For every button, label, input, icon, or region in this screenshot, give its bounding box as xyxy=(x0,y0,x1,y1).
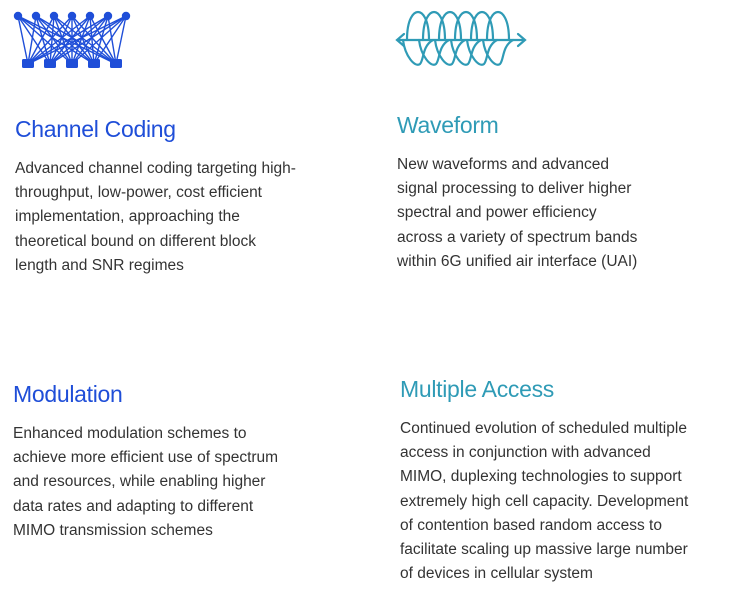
text-line: MIMO, duplexing technologies to support xyxy=(400,468,682,486)
text-line: facilitate scaling up massive large numb… xyxy=(400,541,688,559)
multiple-access-description: Continued evolution of scheduled multipl… xyxy=(400,417,752,586)
network-node xyxy=(13,11,23,21)
network-node xyxy=(88,59,100,68)
text-line: extremely high cell capacity. Developmen… xyxy=(400,492,689,510)
wave-lobe xyxy=(453,10,479,42)
waveform-description: New waveforms and advanced signal proces… xyxy=(397,153,737,274)
waveform-icon xyxy=(395,10,527,66)
text-line: spectral and power efficiency xyxy=(397,204,597,222)
text-line: of devices in cellular system xyxy=(400,565,593,583)
wave-lobe xyxy=(417,38,451,66)
section-modulation: Modulation Enhanced modulation schemes t… xyxy=(13,379,373,543)
channel-coding-description: Advanced channel coding targeting high- … xyxy=(15,157,375,278)
wave-lobe xyxy=(465,38,499,66)
network-node xyxy=(67,11,77,21)
text-line: across a variety of spectrum bands xyxy=(397,228,638,246)
wave-lobe xyxy=(421,10,447,42)
channel-coding-title: Channel Coding xyxy=(15,116,176,142)
network-node xyxy=(85,11,95,21)
network-node xyxy=(49,11,59,21)
text-line: throughput, low-power, cost efficient xyxy=(15,184,262,202)
network-node xyxy=(110,59,122,68)
modulation-description: Enhanced modulation schemes to achieve m… xyxy=(13,422,373,543)
network-node xyxy=(103,11,113,21)
section-multiple-access: Multiple Access Continued evolution of s… xyxy=(400,374,752,586)
text-line: implementation, approaching the xyxy=(15,208,240,226)
network-node xyxy=(22,59,34,68)
wave-lobe xyxy=(485,10,511,42)
wave-lobe xyxy=(437,10,463,42)
network-node xyxy=(121,11,131,21)
network-node xyxy=(44,59,56,68)
text-line: theoretical bound on different block xyxy=(15,232,256,250)
wave-lobe xyxy=(401,38,435,66)
wave-lobe xyxy=(481,38,515,66)
text-line: within 6G unified air interface (UAI) xyxy=(397,252,638,270)
section-channel-coding: Channel Coding Advanced channel coding t… xyxy=(15,114,375,278)
text-line: and resources, while enabling higher xyxy=(13,473,266,491)
text-line: length and SNR regimes xyxy=(15,256,184,274)
wave-lobe xyxy=(449,38,483,66)
text-line: signal processing to deliver higher xyxy=(397,180,632,198)
section-waveform: Waveform New waveforms and advanced sign… xyxy=(397,110,737,274)
network-node xyxy=(31,11,41,21)
text-line: of contention based random access to xyxy=(400,516,662,534)
text-line: data rates and adapting to different xyxy=(13,497,254,515)
wave-lobe xyxy=(433,38,467,66)
waveform-title: Waveform xyxy=(397,112,499,138)
wave-lobe xyxy=(469,10,495,42)
network-node xyxy=(66,59,78,68)
text-line: Advanced channel coding targeting high- xyxy=(15,160,296,177)
text-line: access in conjunction with advanced xyxy=(400,444,651,462)
text-line: New waveforms and advanced xyxy=(397,156,609,173)
modulation-title: Modulation xyxy=(13,381,123,407)
text-line: MIMO transmission schemes xyxy=(13,521,213,539)
multiple-access-title: Multiple Access xyxy=(400,376,555,402)
text-line: Enhanced modulation schemes to xyxy=(13,425,247,442)
text-line: Continued evolution of scheduled multipl… xyxy=(400,420,687,437)
wave-lobe xyxy=(405,10,431,42)
text-line: achieve more efficient use of spectrum xyxy=(13,449,279,467)
neural-network-icon xyxy=(13,11,131,68)
